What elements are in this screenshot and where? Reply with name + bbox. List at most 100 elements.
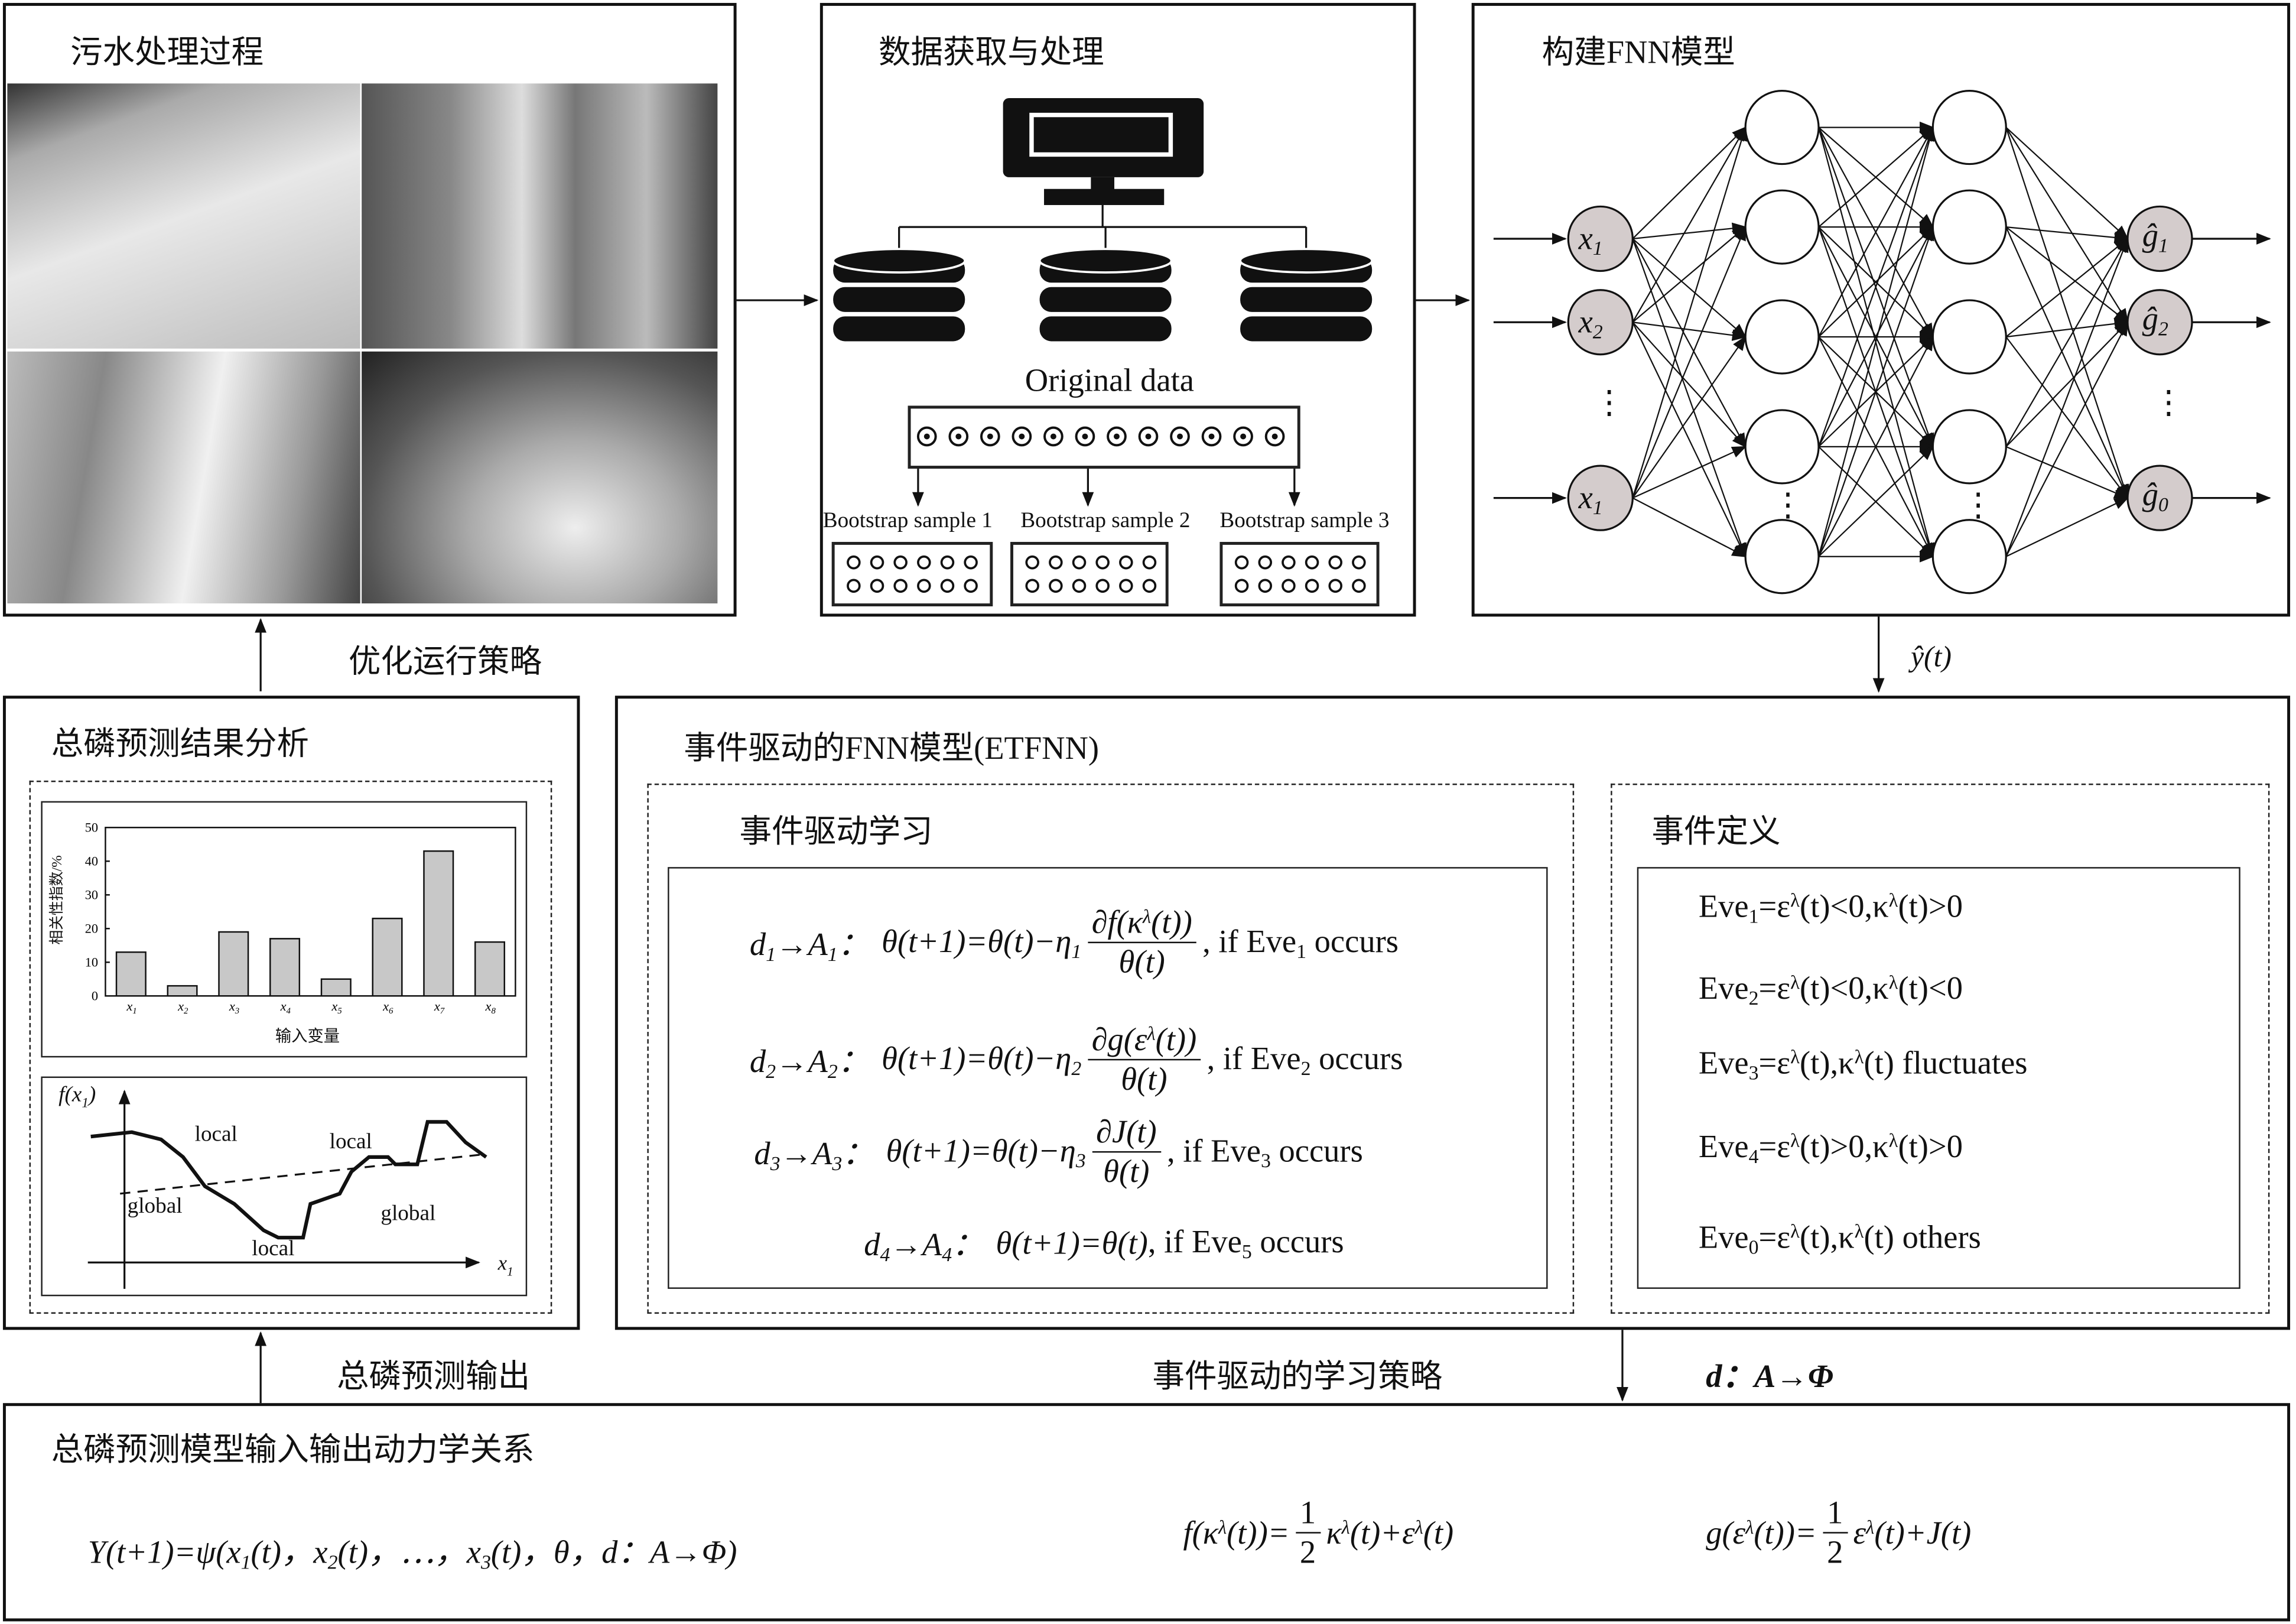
hidden-node-layer2	[1931, 189, 2007, 265]
data-point-icon	[1019, 433, 1025, 440]
hidden-node-layer2	[1931, 409, 2007, 485]
input-ellipsis: ⋮	[1593, 384, 1625, 421]
curve-label-local: local	[194, 1123, 238, 1147]
curve-xlabel: x1	[497, 1253, 513, 1279]
rule-denominator: θ(t)	[1121, 1060, 1167, 1097]
sample-point-icon	[1095, 555, 1110, 570]
data-point-icon	[948, 426, 969, 447]
rule-numerator: ∂f(κλ(t))	[1087, 904, 1197, 944]
nn-edge	[1818, 225, 1934, 447]
rule-mapping: d1→A1：	[749, 925, 870, 966]
data-panel	[819, 2, 1416, 617]
sample-point-icon	[964, 555, 978, 570]
sample-point-icon	[893, 555, 908, 570]
nn-edge	[1632, 238, 1747, 338]
curve-label-global: global	[127, 1195, 183, 1219]
y-tick-label: 0	[92, 989, 98, 1003]
fnn-panel	[1471, 2, 2291, 617]
input-node-label: x1	[1578, 479, 1603, 519]
nn-edge	[1632, 226, 1747, 323]
data-point-icon	[1145, 433, 1152, 440]
data-point-icon	[1107, 426, 1127, 447]
nn-edge	[2005, 237, 2129, 447]
nn-edge	[1632, 126, 1748, 498]
curve-line	[90, 1120, 487, 1240]
nn-edge	[1632, 238, 1747, 558]
sample-point-icon	[1258, 579, 1273, 593]
input-node	[1567, 465, 1634, 531]
learning-rules-box	[668, 867, 1548, 1289]
database-icon	[1038, 248, 1173, 274]
sample-point-icon	[1049, 579, 1063, 593]
curve-label-local: local	[329, 1131, 372, 1154]
y-tick-label: 40	[85, 854, 98, 869]
half-numerator: 1	[1295, 1494, 1321, 1534]
data-title: 数据获取与处理	[878, 34, 1104, 70]
data-point-icon	[1050, 433, 1056, 440]
output-node	[2126, 465, 2193, 531]
rule-numerator: ∂J(t)	[1091, 1113, 1162, 1153]
data-point-icon	[923, 433, 930, 440]
sample-point-icon	[1049, 555, 1063, 570]
bar-x6	[372, 917, 403, 997]
data-point-icon	[1208, 433, 1215, 440]
nn-edge	[1818, 226, 1934, 337]
nn-edge	[1632, 335, 1747, 499]
nn-edge	[2005, 126, 2129, 240]
data-point-icon	[980, 426, 1000, 447]
bar-x2	[167, 985, 198, 997]
sample-point-icon	[1025, 579, 1039, 593]
rule-condition: , if Eve1 occurs	[1202, 922, 1399, 962]
dynamics-panel	[2, 1403, 2291, 1622]
hidden-node-layer1	[1744, 409, 1820, 485]
sample-point-icon	[1258, 555, 1273, 570]
original-data-array	[908, 405, 1300, 469]
sample-point-icon	[1328, 555, 1342, 570]
sample-point-icon	[1142, 579, 1157, 593]
sample-point-icon	[940, 555, 955, 570]
nn-edge	[1818, 335, 1934, 557]
hidden-node-layer2	[1931, 90, 2007, 165]
data-point-icon	[1170, 426, 1190, 447]
rule-denominator: θ(t)	[1118, 943, 1165, 980]
analysis-panel	[2, 696, 580, 1330]
wastewater-panel	[2, 2, 737, 617]
output-node-label: ĝ2	[2142, 300, 2168, 340]
sample-point-icon	[1072, 555, 1087, 570]
rule-mapping: d2→A2：	[749, 1042, 870, 1083]
nn-edge	[1632, 222, 1747, 240]
learning-rule: d1→A1： θ(t+1)=θ(t)−η1∂f(κλ(t))θ(t) , if Ev…	[750, 904, 1399, 981]
y-tick-label: 30	[85, 888, 98, 902]
hidden-node-layer1	[1744, 189, 1820, 265]
database-icon	[1239, 248, 1374, 274]
nn-edge	[1632, 126, 1747, 323]
bootstrap-sample-1	[831, 541, 993, 607]
bar-chart-frame	[41, 801, 528, 1058]
hidden-node-layer2	[1931, 299, 2007, 375]
rule-update: θ(t+1)=θ(t)−η2	[882, 1039, 1082, 1079]
curve-ylabel: f(x1)	[58, 1083, 96, 1112]
nn-edge	[2005, 127, 2129, 499]
photo-tanks	[362, 83, 718, 349]
nn-edge	[2006, 318, 2129, 338]
etfnn-panel	[614, 696, 2291, 1330]
output-node-label: ĝ0	[2142, 476, 2168, 516]
sample-point-icon	[1234, 555, 1249, 570]
rule-update: θ(t+1)=θ(t)−η1	[882, 922, 1082, 962]
computer-icon	[1003, 98, 1204, 177]
sample-point-icon	[1234, 579, 1249, 593]
nn-edge	[1632, 238, 1747, 449]
event-definition: Eve0=ελ(t),κλ(t) others	[1698, 1218, 1981, 1258]
hidden-node-layer1	[1744, 299, 1820, 375]
bootstrap-sample-2	[1010, 541, 1169, 607]
sample-point-icon	[964, 579, 978, 593]
rule-denominator: θ(t)	[1103, 1152, 1150, 1190]
half-numerator: 1	[1822, 1494, 1848, 1534]
nn-edge	[2005, 226, 2128, 499]
learning-rule: d3→A3：θ(t+1)=θ(t)−η3∂J(t)θ(t), if Eve3 o…	[754, 1113, 1362, 1191]
nn-edge	[1632, 321, 1747, 448]
nn-edge	[2005, 321, 2129, 557]
hidden-node-layer1	[1744, 90, 1820, 165]
